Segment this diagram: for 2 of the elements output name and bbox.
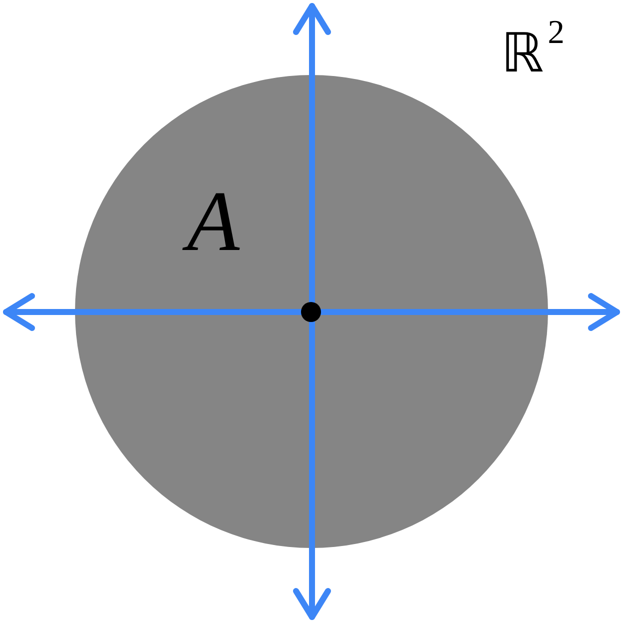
space-label: ℝ$^{2}$: [500, 13, 566, 86]
set-label: A: [177, 176, 252, 266]
